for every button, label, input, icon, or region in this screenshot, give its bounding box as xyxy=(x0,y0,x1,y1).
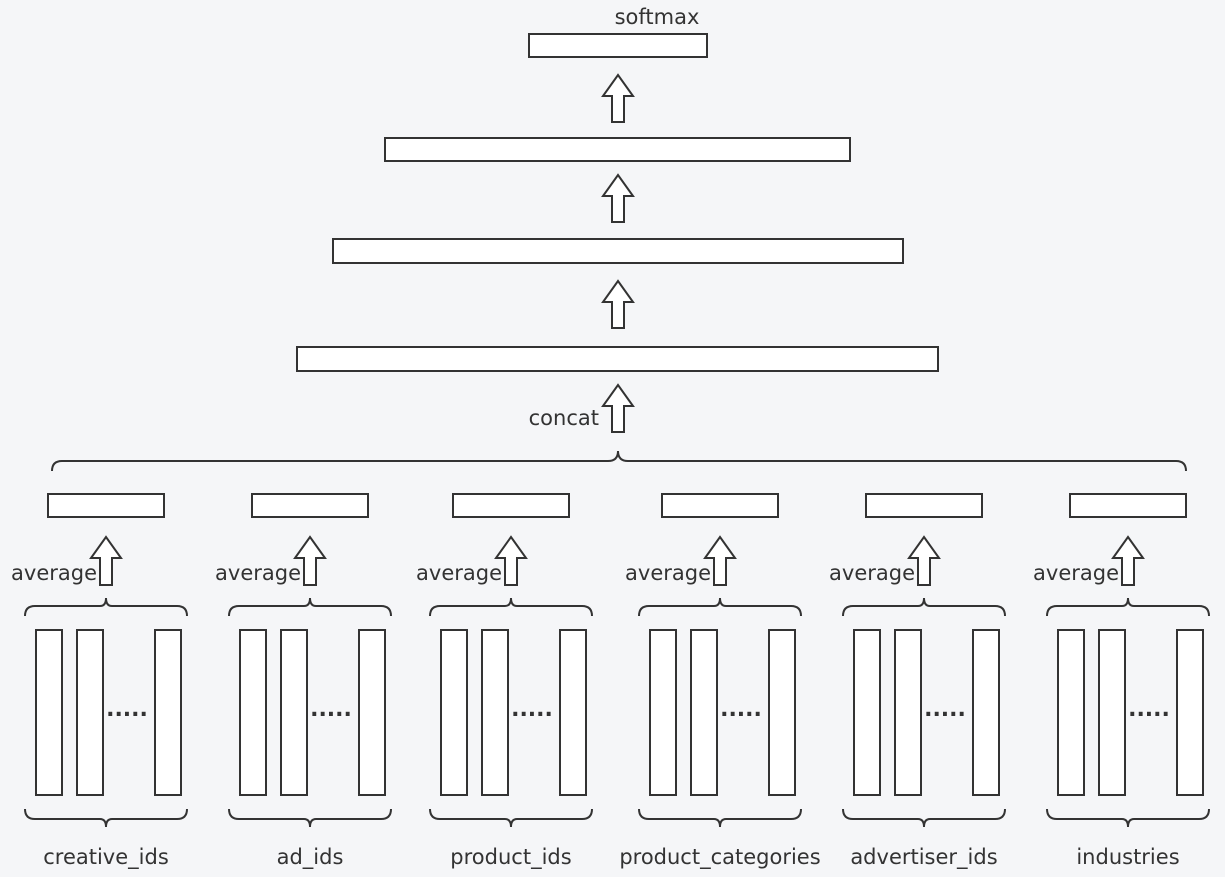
averaged-embedding-box xyxy=(452,493,570,518)
softmax-label: softmax xyxy=(615,5,700,29)
average-label: average xyxy=(11,561,97,585)
group-top-brace xyxy=(638,597,802,617)
group-top-brace xyxy=(842,597,1006,617)
embedding-vector-bar xyxy=(280,629,308,796)
embedding-vector-bar xyxy=(239,629,267,796)
embedding-vector-bar xyxy=(649,629,677,796)
feature-group-label: product_categories xyxy=(619,845,820,870)
average-label: average xyxy=(1033,561,1119,585)
group-bottom-brace xyxy=(842,808,1006,828)
feature-group: average..... product_categories xyxy=(619,493,821,870)
embedding-vector-bar xyxy=(894,629,922,796)
embedding-vector-bar xyxy=(358,629,386,796)
ellipsis-dots: ..... xyxy=(310,697,352,722)
embedding-vector-bar xyxy=(440,629,468,796)
feature-group-label: creative_ids xyxy=(43,845,169,870)
feature-group: average..... advertiser_ids xyxy=(829,493,1006,870)
average-label: average xyxy=(215,561,301,585)
feature-group: average..... ad_ids xyxy=(215,493,392,870)
feature-group-label: ad_ids xyxy=(277,845,344,870)
group-top-brace xyxy=(1046,597,1210,617)
average-label: average xyxy=(625,561,711,585)
up-arrow-icon xyxy=(89,535,123,586)
feature-group-label: industries xyxy=(1076,845,1179,869)
embedding-vector-bar xyxy=(154,629,182,796)
up-arrow-icon xyxy=(907,535,941,586)
average-label: average xyxy=(416,561,502,585)
feature-group: average..... product_ids xyxy=(416,493,593,870)
group-bottom-brace xyxy=(24,808,188,828)
ellipsis-dots: ..... xyxy=(924,697,966,722)
group-bottom-brace xyxy=(1046,808,1210,828)
embedding-vector-bar xyxy=(853,629,881,796)
ellipsis-dots: ..... xyxy=(1128,697,1170,722)
averaged-embedding-box xyxy=(47,493,165,518)
group-top-brace xyxy=(429,597,593,617)
concatenated-embedding-layer xyxy=(296,346,939,372)
ellipsis-dots: ..... xyxy=(106,697,148,722)
averaged-embedding-box xyxy=(865,493,983,518)
averaged-embedding-box xyxy=(251,493,369,518)
feature-group-label: product_ids xyxy=(450,845,571,870)
embedding-vector-bar xyxy=(972,629,1000,796)
group-bottom-brace xyxy=(228,808,392,828)
embedding-vector-bar xyxy=(1098,629,1126,796)
feature-group: average..... creative_ids xyxy=(11,493,188,870)
up-arrow-icon xyxy=(293,535,327,586)
embedding-vector-bar xyxy=(690,629,718,796)
group-top-brace xyxy=(228,597,392,617)
softmax-output-layer xyxy=(528,33,708,58)
up-arrow-icon xyxy=(601,279,635,329)
concat-brace xyxy=(51,450,1187,472)
up-arrow-icon xyxy=(601,383,635,433)
feature-groups: average..... creative_ids average..... ad_i… xyxy=(11,493,1210,870)
up-arrow-icon xyxy=(601,173,635,223)
embedding-vector-bar xyxy=(35,629,63,796)
embedding-vector-bar xyxy=(76,629,104,796)
up-arrow-icon xyxy=(494,535,528,586)
embedding-vector-bar xyxy=(559,629,587,796)
embedding-vector-bar xyxy=(1057,629,1085,796)
group-bottom-brace xyxy=(638,808,802,828)
averaged-embedding-box xyxy=(661,493,779,518)
ellipsis-dots: ..... xyxy=(511,697,553,722)
concat-label: concat xyxy=(529,406,599,430)
embedding-vector-bar xyxy=(1176,629,1204,796)
average-label: average xyxy=(829,561,915,585)
ellipsis-dots: ..... xyxy=(720,697,762,722)
group-top-brace xyxy=(24,597,188,617)
up-arrow-icon xyxy=(601,73,635,123)
averaged-embedding-box xyxy=(1069,493,1187,518)
embedding-vector-bar xyxy=(768,629,796,796)
dense-layer-3 xyxy=(384,137,851,162)
feature-group: average..... industries xyxy=(1033,493,1210,869)
up-arrow-icon xyxy=(1111,535,1145,586)
dense-layer-2 xyxy=(332,238,904,264)
feature-group-label: advertiser_ids xyxy=(850,845,997,870)
embedding-vector-bar xyxy=(481,629,509,796)
up-arrow-icon xyxy=(703,535,737,586)
group-bottom-brace xyxy=(429,808,593,828)
